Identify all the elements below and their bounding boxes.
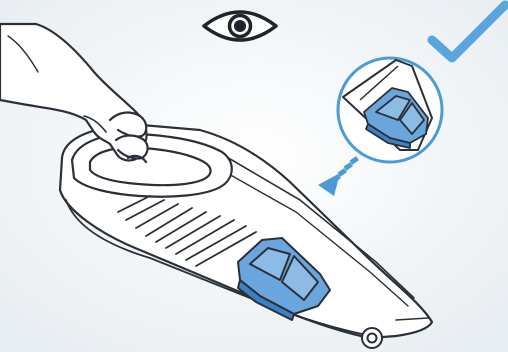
dashed-arrow-icon xyxy=(318,156,359,196)
eye-icon xyxy=(202,10,278,42)
vacuum-body xyxy=(58,122,434,340)
inset-container xyxy=(363,87,429,149)
vent-slots xyxy=(117,195,257,267)
hand xyxy=(0,22,149,164)
dust-container xyxy=(237,237,331,321)
checkmark-icon xyxy=(427,0,508,63)
inset-detail-circle xyxy=(336,56,444,164)
wheel xyxy=(361,327,383,349)
